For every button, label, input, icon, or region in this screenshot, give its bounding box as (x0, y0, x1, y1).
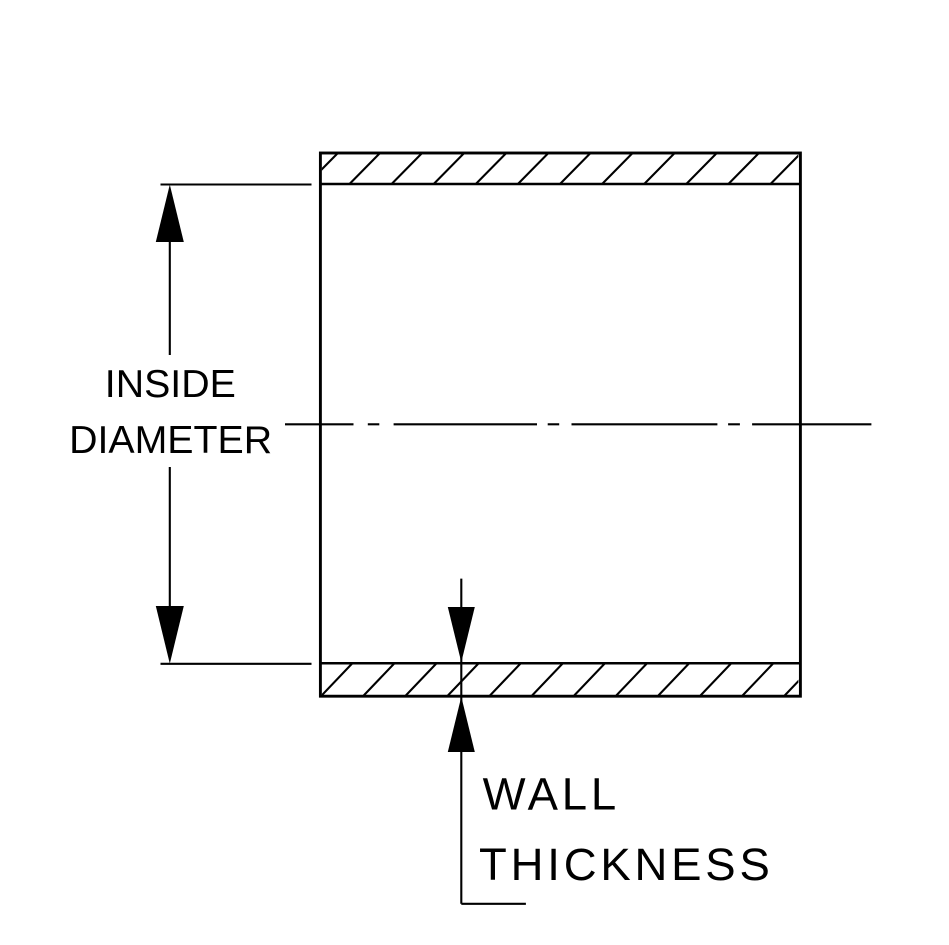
svg-text:DIAMETER: DIAMETER (69, 418, 272, 462)
svg-text:THICKNESS: THICKNESS (479, 839, 774, 890)
svg-text:WALL: WALL (483, 768, 620, 819)
svg-text:INSIDE: INSIDE (105, 362, 236, 406)
